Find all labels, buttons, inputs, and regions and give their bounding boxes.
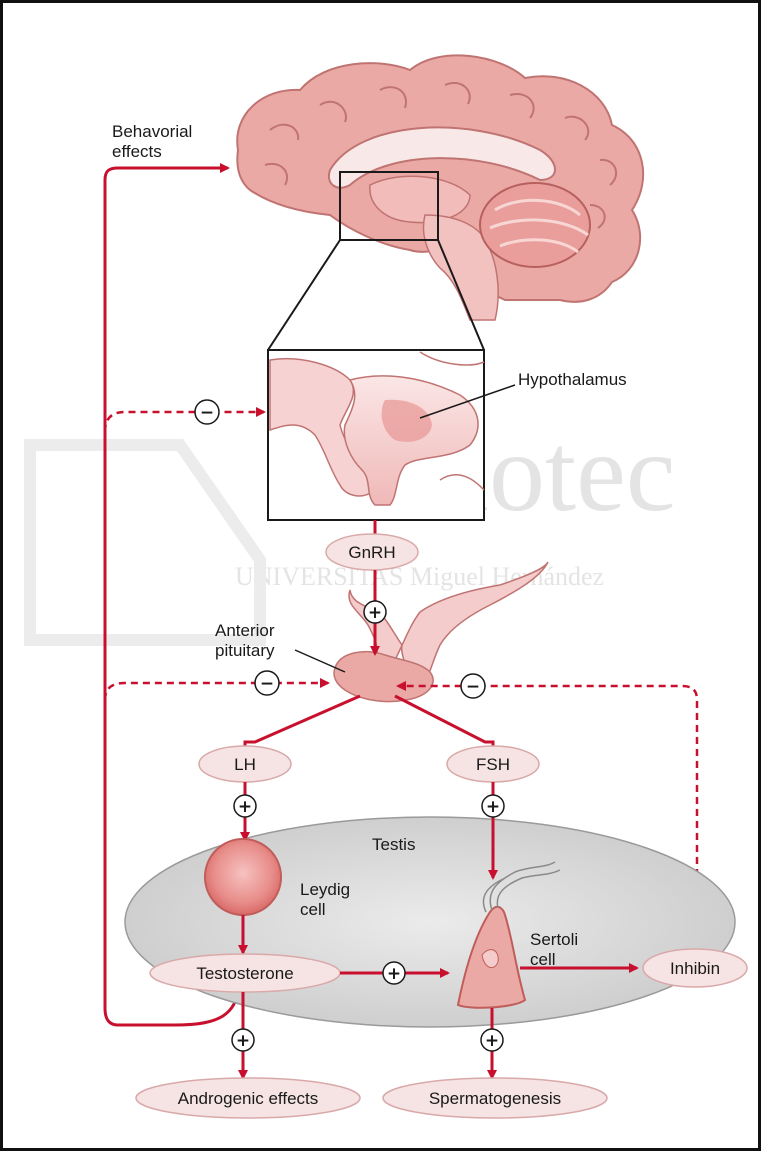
svg-text:+: + (486, 797, 500, 817)
testosterone-oval: Testosterone (150, 954, 340, 992)
brain-illustration (237, 55, 643, 320)
gnrh-oval: GnRH (326, 534, 418, 570)
svg-text:+: + (238, 797, 252, 817)
inhibin-oval: Inhibin (643, 949, 747, 987)
anterior-pituitary-label-line2: pituitary (215, 641, 275, 660)
svg-text:−: − (466, 677, 480, 697)
minus-sign-pituitary-left: − (255, 671, 279, 695)
leydig-label-line1: Leydig (300, 880, 350, 899)
spermatogenesis-label: Spermatogenesis (429, 1089, 561, 1108)
testis-label: Testis (372, 835, 415, 854)
fsh-label: FSH (476, 755, 510, 774)
plus-sign-testosterone: + (383, 962, 405, 984)
feedback-to-hypothalamus-dashed (105, 412, 264, 432)
svg-text:+: + (387, 964, 401, 984)
watermark-logo (30, 445, 260, 640)
lh-label: LH (234, 755, 256, 774)
sertoli-label-line2: cell (530, 950, 556, 969)
sertoli-label-line1: Sertoli (530, 930, 578, 949)
hypothalamus-panel (268, 350, 484, 520)
anterior-pituitary-label-line1: Anterior (215, 621, 275, 640)
leydig-label-line2: cell (300, 900, 326, 919)
gnrh-label: GnRH (348, 543, 395, 562)
minus-sign-pituitary-right: − (461, 674, 485, 698)
spermatogenesis-oval: Spermatogenesis (383, 1078, 607, 1118)
fsh-oval: FSH (447, 746, 539, 782)
behavioral-effects-label-line1: Behavorial (112, 122, 192, 141)
leydig-cell (205, 839, 281, 915)
plus-sign-spermatogenesis: + (481, 1029, 503, 1051)
svg-text:+: + (485, 1031, 499, 1051)
plus-sign-fsh: + (482, 795, 504, 817)
pituitary-to-fsh-line (395, 696, 493, 748)
plus-sign-androgenic: + (232, 1029, 254, 1051)
svg-text:+: + (236, 1031, 250, 1051)
svg-text:+: + (368, 603, 382, 623)
hypothalamus-label: Hypothalamus (518, 370, 627, 389)
svg-text:−: − (200, 403, 214, 423)
androgenic-effects-label: Androgenic effects (178, 1089, 319, 1108)
pituitary-to-lh-line (245, 696, 360, 748)
feedback-to-pituitary-left-dashed (105, 683, 328, 700)
svg-text:−: − (260, 674, 274, 694)
anterior-pituitary-leader (295, 650, 345, 672)
minus-sign-hypothalamus: − (195, 400, 219, 424)
testosterone-label: Testosterone (196, 964, 293, 983)
watermark-small: UNIVERSITAS Miguel Hernández (235, 562, 604, 591)
androgenic-effects-oval: Androgenic effects (136, 1078, 360, 1118)
zoom-line-left (268, 240, 340, 350)
inhibin-label: Inhibin (670, 959, 720, 978)
plus-sign-gnrh: + (364, 601, 386, 623)
plus-sign-lh: + (234, 795, 256, 817)
lh-oval: LH (199, 746, 291, 782)
behavioral-effects-label-line2: effects (112, 142, 162, 161)
